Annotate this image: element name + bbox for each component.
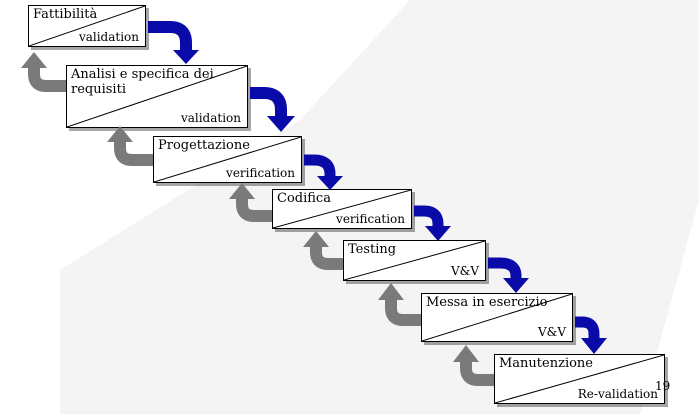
phase-check: V&V <box>450 264 479 278</box>
phase-check: verification <box>336 212 405 226</box>
phase-label: Testing <box>348 242 397 257</box>
box-diagonal <box>29 6 145 46</box>
box-diagonal <box>273 190 411 228</box>
box-diagonal <box>67 66 247 127</box>
phase-box-analisi: Analisi e specifica dei requisiti valida… <box>66 65 248 128</box>
phase-check: validation <box>180 111 241 125</box>
phase-label: Manutenzione <box>499 356 593 371</box>
phase-label: Analisi e specifica dei requisiti <box>71 67 214 97</box>
phase-box-manutenzione: Manutenzione Re-validation <box>494 354 665 404</box>
box-diagonal <box>422 294 572 341</box>
box-diagonal <box>344 241 485 280</box>
phase-box-codifica: Codifica verification <box>272 189 412 229</box>
phase-check: V&V <box>537 325 566 339</box>
phase-label: Codifica <box>277 191 331 206</box>
phase-box-messa-in-esercizio: Messa in esercizio V&V <box>421 293 573 342</box>
phase-label: Progettazione <box>158 138 250 153</box>
box-diagonal <box>495 355 664 403</box>
phase-label: Messa in esercizio <box>426 295 548 310</box>
phase-box-fattibilita: Fattibilità validation <box>28 5 146 47</box>
phase-label: Fattibilità <box>33 7 98 22</box>
phase-check: verification <box>226 166 295 180</box>
box-diagonal <box>154 137 301 182</box>
page-number: 19 <box>655 379 671 393</box>
phase-check: Re-validation <box>577 387 658 401</box>
phase-box-testing: Testing V&V <box>343 240 486 281</box>
phase-check: validation <box>78 30 139 44</box>
phase-box-progettazione: Progettazione verification <box>153 136 302 183</box>
